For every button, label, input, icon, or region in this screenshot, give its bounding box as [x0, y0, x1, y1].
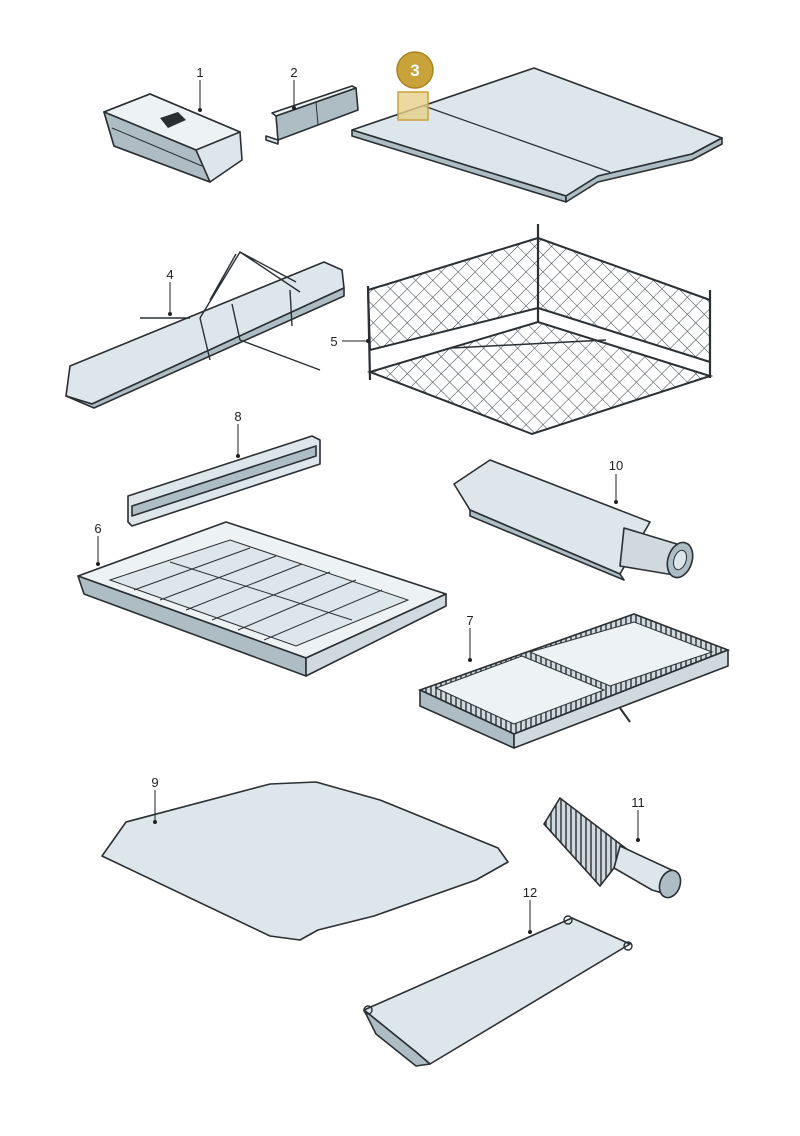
- callout-label: 12: [523, 885, 537, 900]
- callout-11: 11: [631, 795, 645, 842]
- callout-2: 2: [290, 65, 298, 110]
- floor-cover-panel[interactable]: [351, 67, 723, 203]
- callout-12: 12: [523, 885, 537, 934]
- trunk-mat[interactable]: [101, 781, 509, 941]
- luggage-net[interactable]: [366, 224, 714, 436]
- divider-board[interactable]: [265, 85, 359, 145]
- callout-3-highlighted[interactable]: 3: [396, 51, 434, 89]
- bumper-protector[interactable]: [363, 915, 633, 1067]
- ski-bag[interactable]: [65, 251, 345, 409]
- callout-5: 5: [330, 334, 370, 349]
- rolled-mat[interactable]: [453, 459, 697, 581]
- callout-9: 9: [151, 775, 159, 824]
- callout-1: 1: [196, 65, 204, 112]
- callout-label: 1: [196, 65, 203, 80]
- callout-6: 6: [94, 521, 102, 566]
- cargo-separator-bar[interactable]: [127, 435, 321, 527]
- cargo-organizer-tray[interactable]: [417, 613, 731, 749]
- callout-10: 10: [609, 458, 623, 504]
- luggage-tray[interactable]: [77, 521, 447, 677]
- callout-8: 8: [234, 409, 242, 458]
- callout-label: 4: [166, 267, 173, 282]
- callout-4: 4: [166, 267, 174, 316]
- callout-label: 11: [631, 795, 645, 810]
- callout-label: 5: [330, 334, 337, 349]
- callout-7: 7: [466, 613, 474, 662]
- storage-box[interactable]: [103, 93, 243, 183]
- callout-label: 8: [234, 409, 241, 424]
- callout-badge-label: 3: [410, 61, 419, 80]
- callout-label: 10: [609, 458, 623, 473]
- callout-label: 7: [466, 613, 473, 628]
- callout-label: 9: [151, 775, 158, 790]
- callout-label: 2: [290, 65, 297, 80]
- brush[interactable]: [543, 796, 684, 901]
- callout-label: 6: [94, 521, 101, 536]
